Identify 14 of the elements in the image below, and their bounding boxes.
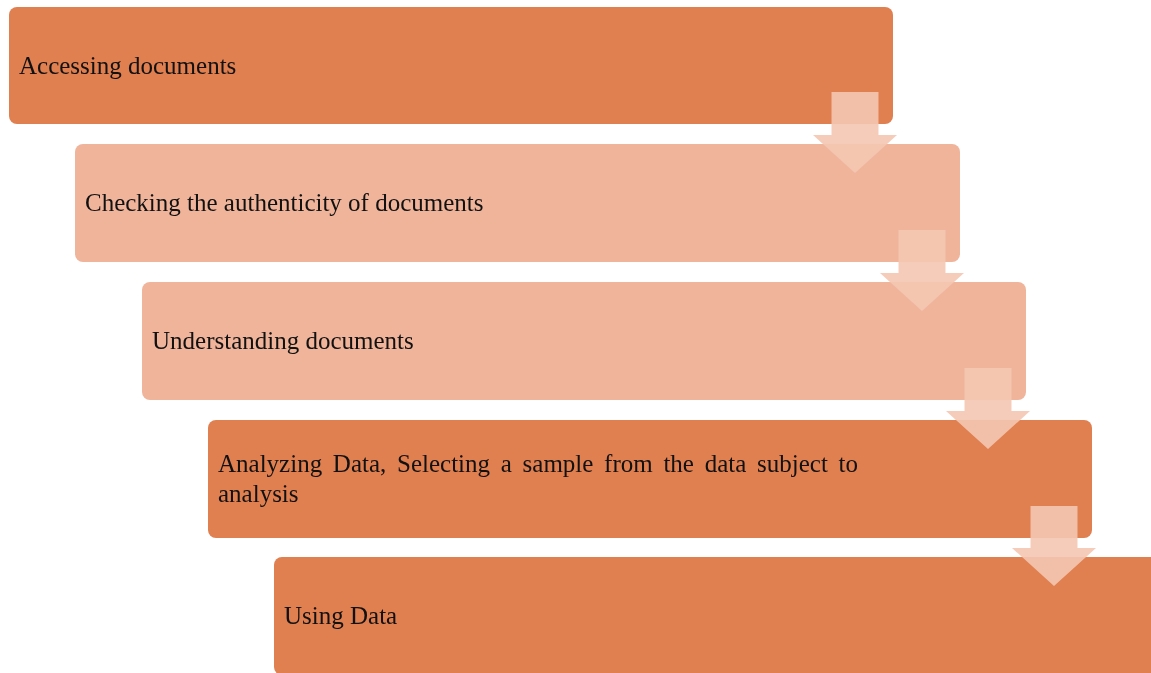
process-box — [142, 282, 1026, 400]
step-label: Analyzing Data, Selecting a sample from the data subject to analysis — [218, 449, 858, 509]
process-box — [75, 144, 960, 262]
step-label: Understanding documents — [152, 326, 415, 356]
process-box — [208, 420, 1092, 538]
down-arrow — [813, 92, 897, 173]
process-box — [9, 7, 893, 124]
down-arrow — [1012, 506, 1096, 586]
down-arrow — [880, 230, 964, 311]
step-label: Using Data — [284, 601, 399, 631]
down-arrow — [946, 368, 1030, 449]
step-label: Checking the authenticity of documents — [85, 188, 485, 218]
process-box — [274, 557, 1151, 673]
step-label: Accessing documents — [19, 50, 238, 81]
